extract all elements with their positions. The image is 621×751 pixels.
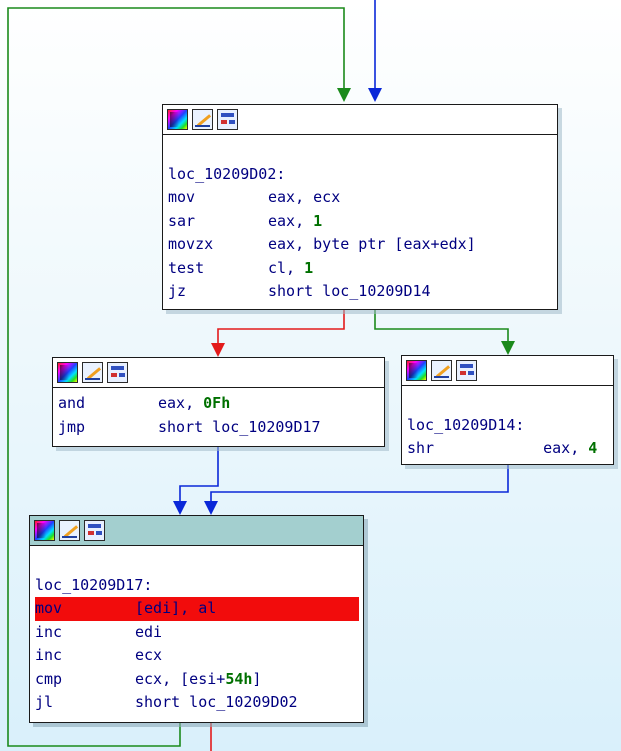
instruction-mnemonic: mov — [168, 188, 196, 206]
edge-true-branch-arrowhead — [501, 341, 515, 355]
operand-number: 0Fh — [203, 394, 231, 412]
edge-false-branch-arrowhead — [211, 343, 225, 357]
edge-false-branch[interactable] — [217, 309, 345, 344]
operand-number: 1 — [304, 258, 314, 277]
instruction-mnemonic: sar — [168, 211, 196, 230]
code-label[interactable]: loc_10209D17: — [35, 575, 153, 594]
operand-number: 4 — [588, 439, 598, 457]
operand-number: 54h — [225, 669, 253, 688]
instruction-mnemonic: inc — [35, 646, 63, 664]
code-label[interactable]: loc_10209D14: — [407, 415, 525, 434]
edge-loop-back-arrowhead — [337, 88, 351, 102]
graph-overview-icon[interactable] — [456, 360, 477, 381]
instruction-mnemonic: jl — [35, 693, 54, 711]
code-label[interactable]: loc_10209D02: — [168, 164, 286, 183]
block-body: loc_10209D17:mov [edi], al inc edi inc ecx cmp… — [30, 546, 363, 719]
instruction-line[interactable]: movzx eax, byte ptr [eax+edx] — [168, 233, 557, 257]
operand-text: eax, — [158, 394, 204, 412]
color-palette-icon[interactable] — [57, 362, 78, 383]
color-palette-icon[interactable] — [406, 360, 427, 381]
basic-block-loc-10209d17[interactable]: loc_10209D17:mov [edi], al inc edi inc ecx cmp… — [29, 515, 364, 723]
blank-line — [407, 390, 613, 414]
instruction-line[interactable]: and eax, 0Fh — [58, 392, 384, 416]
operand-text: short loc_10209D02 — [135, 693, 298, 711]
block-header — [163, 105, 557, 135]
operand-text: edi — [135, 622, 163, 641]
operand-text: ecx, [esi+ — [135, 669, 226, 688]
basic-block-and-jmp[interactable]: and eax, 0Fh jmp short loc_10209D17 — [52, 357, 385, 447]
instruction-mnemonic: cmp — [35, 669, 63, 688]
edge-left-to-bottom[interactable] — [179, 446, 219, 502]
instruction-line-highlighted[interactable]: mov [edi], al — [35, 597, 359, 621]
edge-right-to-bottom-arrowhead — [204, 501, 218, 515]
instruction-line[interactable]: sar eax, 1 — [168, 210, 557, 234]
graph-overview-icon[interactable] — [84, 520, 105, 541]
operand-text: ecx — [135, 646, 163, 664]
blank-line — [35, 550, 363, 574]
graph-overview-icon[interactable] — [217, 109, 238, 130]
rename-pencil-icon[interactable] — [59, 520, 80, 541]
operand-text: eax, — [507, 439, 589, 457]
operand-number: 1 — [313, 211, 323, 230]
operand-text: short loc_10209D17 — [158, 417, 321, 436]
instruction-line[interactable]: inc edi — [35, 621, 363, 645]
instruction-mnemonic: jz — [168, 282, 187, 300]
basic-block-loc-10209d14[interactable]: loc_10209D14:shr eax, 4 — [401, 355, 614, 465]
edge-incoming-arrowhead — [368, 88, 382, 102]
instruction-line[interactable]: test cl, 1 — [168, 257, 557, 281]
block-header — [402, 356, 613, 386]
instruction-mnemonic: inc — [35, 622, 63, 641]
color-palette-icon[interactable] — [167, 109, 188, 130]
blank-line — [168, 139, 557, 163]
block-header — [30, 516, 363, 546]
rename-pencil-icon[interactable] — [431, 360, 452, 381]
operand-text: ] — [252, 669, 262, 688]
color-palette-icon[interactable] — [34, 520, 55, 541]
operand-text: short loc_10209D14 — [268, 282, 431, 300]
block-body: loc_10209D14:shr eax, 4 — [402, 386, 613, 465]
operand-text: eax, byte ptr [eax+edx] — [268, 235, 476, 253]
graph-overview-icon[interactable] — [107, 362, 128, 383]
block-header — [53, 358, 384, 388]
block-body: and eax, 0Fh jmp short loc_10209D17 — [53, 388, 384, 443]
edge-left-to-bottom-arrowhead — [173, 501, 187, 515]
edge-loop-back[interactable] — [7, 7, 345, 747]
instruction-mnemonic: jmp — [58, 417, 86, 436]
instruction-mnemonic: shr — [407, 439, 435, 457]
instruction-mnemonic: movzx — [168, 235, 214, 253]
operand-text: [edi], al — [135, 599, 217, 617]
instruction-mnemonic: mov — [35, 599, 63, 617]
operand-text: eax, — [268, 211, 314, 230]
edge-true-branch[interactable] — [374, 309, 509, 342]
rename-pencil-icon[interactable] — [192, 109, 213, 130]
instruction-mnemonic: test — [168, 258, 205, 277]
instruction-line[interactable]: jmp short loc_10209D17 — [58, 416, 384, 440]
instruction-line[interactable]: shr eax, 4 — [407, 437, 613, 461]
instruction-line[interactable]: inc ecx — [35, 644, 363, 668]
instruction-line[interactable]: jl short loc_10209D02 — [35, 691, 363, 715]
operand-text: eax, ecx — [268, 188, 341, 206]
edge-right-to-bottom[interactable] — [210, 464, 509, 502]
rename-pencil-icon[interactable] — [82, 362, 103, 383]
instruction-line[interactable]: jz short loc_10209D14 — [168, 280, 557, 304]
block-body: loc_10209D02:mov eax, ecx sar eax, 1 movzx ea… — [163, 135, 557, 308]
instruction-line[interactable]: cmp ecx, [esi+54h] — [35, 668, 363, 692]
basic-block-loc-10209d02[interactable]: loc_10209D02:mov eax, ecx sar eax, 1 movzx ea… — [162, 104, 558, 310]
instruction-mnemonic: and — [58, 394, 86, 412]
operand-text: cl, — [268, 258, 305, 277]
instruction-line[interactable]: mov eax, ecx — [168, 186, 557, 210]
